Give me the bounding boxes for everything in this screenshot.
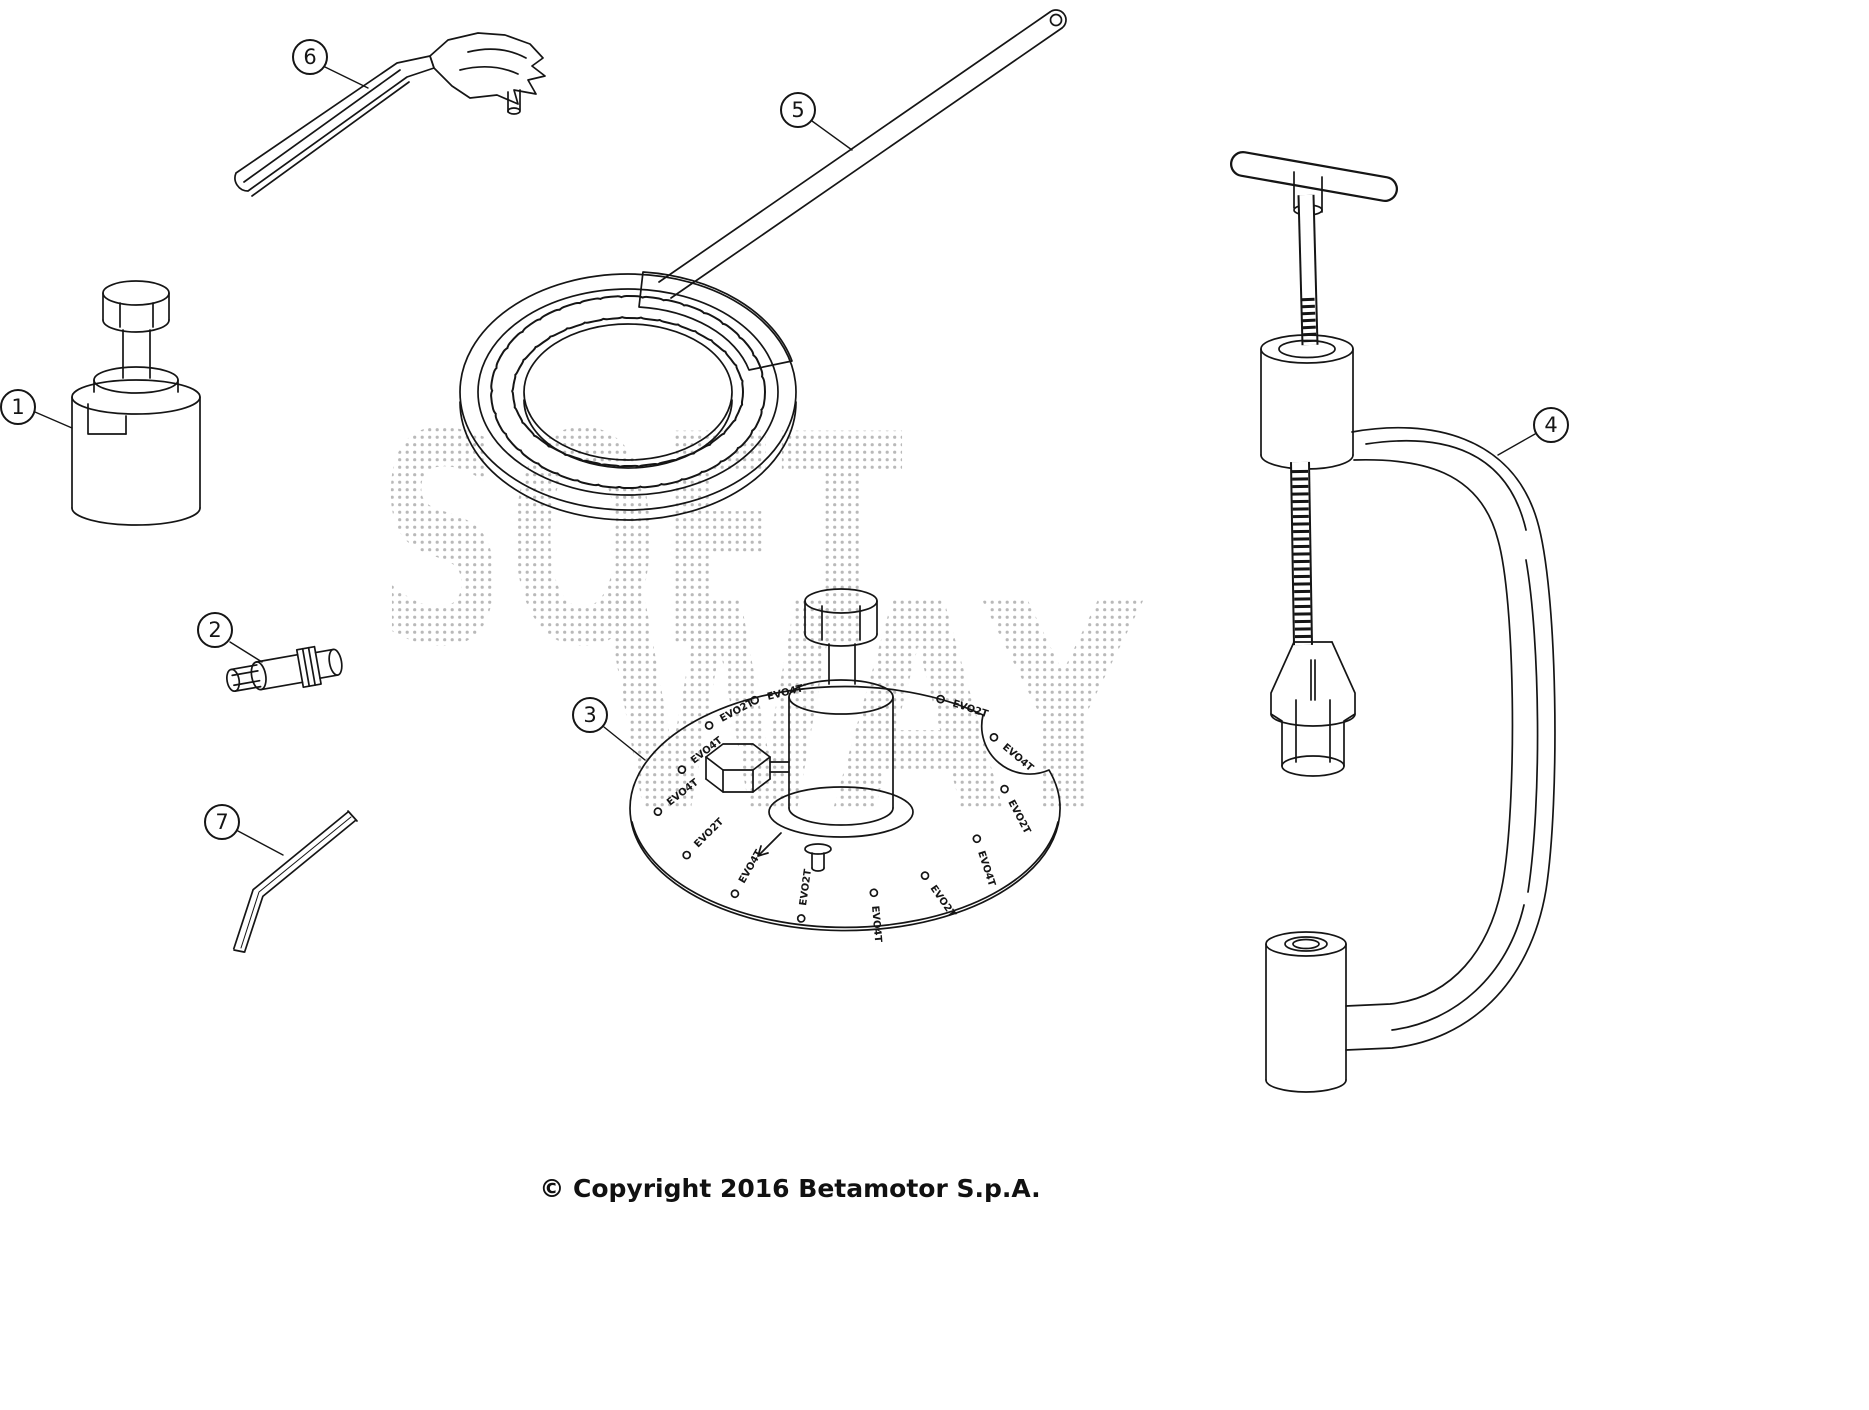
leader-line xyxy=(229,641,263,663)
leader-line xyxy=(1497,433,1536,456)
leader-line xyxy=(237,830,284,856)
disc-arrow-mark xyxy=(757,832,782,857)
tool-4-puller-clamp xyxy=(1230,151,1556,1093)
toothed-ring-outer-rim xyxy=(459,273,797,511)
tool-6-hook-lever xyxy=(234,32,546,197)
threaded-rod xyxy=(1290,461,1313,646)
lever-bar xyxy=(234,55,435,192)
watermark-text-2: WAY xyxy=(598,540,1145,877)
callout-number: 6 xyxy=(303,45,316,69)
disc-mark: EVO2T xyxy=(798,868,814,906)
leader-line xyxy=(811,120,853,151)
handle-hole xyxy=(1049,13,1063,27)
clamp-anvil xyxy=(1265,931,1347,1093)
callout-2[interactable]: 2 xyxy=(197,612,263,663)
tool-2-pin xyxy=(226,645,343,693)
callout-number: 4 xyxy=(1544,413,1557,437)
callout-7[interactable]: 7 xyxy=(204,804,284,856)
leader-line xyxy=(603,726,646,761)
t-handle xyxy=(1230,151,1398,216)
wrench-blade xyxy=(638,271,793,371)
callout-number: 1 xyxy=(11,395,24,419)
tool-body-cylinder xyxy=(71,379,201,415)
tool-1-clutch-hub-tool xyxy=(71,280,201,526)
puller-spindle xyxy=(1297,194,1319,346)
disc-mark: EVO4T xyxy=(869,905,883,943)
hook-claw-head xyxy=(429,32,546,105)
callout-number: 5 xyxy=(791,98,804,122)
callout-number: 2 xyxy=(208,618,221,642)
callout-number: 3 xyxy=(583,703,596,727)
copyright-text: © Copyright 2016 Betamotor S.p.A. xyxy=(539,1174,1040,1203)
tool-5-clutch-holder-wrench xyxy=(459,9,1067,521)
wrench-handle xyxy=(658,11,1051,283)
tool-7-allen-key xyxy=(232,810,358,954)
puller-body-cylinder xyxy=(1260,334,1354,470)
callout-number: 7 xyxy=(215,810,228,834)
disc-hex-adapter xyxy=(705,743,790,793)
clamp-frame xyxy=(1345,426,1556,1051)
callout-5[interactable]: 5 xyxy=(780,92,853,151)
leader-line xyxy=(324,66,369,89)
callout-3[interactable]: 3 xyxy=(572,697,646,761)
watermark: SOFT WAY xyxy=(378,374,1145,877)
callout-4[interactable]: 4 xyxy=(1497,407,1569,456)
hex-bolt-head xyxy=(102,280,170,306)
puller-collet xyxy=(1270,641,1356,777)
leader-line xyxy=(34,411,73,429)
callouts: 1 2 3 4 5 xyxy=(0,39,1569,856)
callout-1[interactable]: 1 xyxy=(0,389,73,429)
disc-pin xyxy=(804,843,832,872)
callout-6[interactable]: 6 xyxy=(292,39,369,89)
